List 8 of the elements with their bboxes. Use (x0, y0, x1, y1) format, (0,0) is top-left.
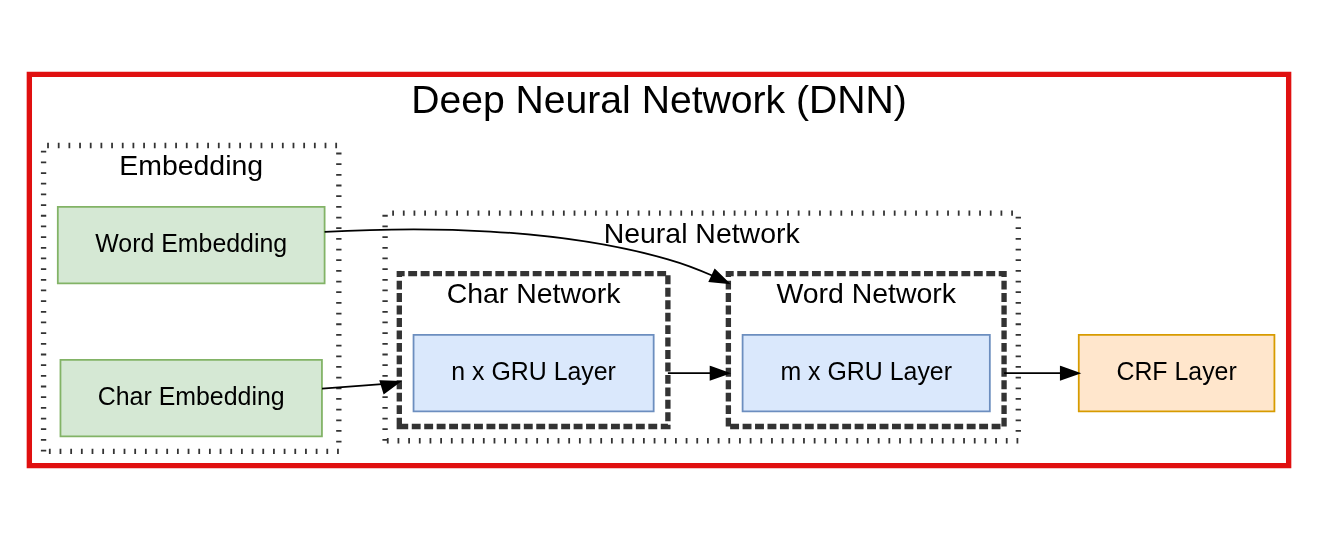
node-box: Word Embedding (56, 205, 326, 284)
arrow (667, 365, 732, 381)
node-box: m x GRU Layer (741, 333, 991, 412)
arrow (1003, 365, 1082, 381)
node-box: Char Embedding (59, 358, 323, 437)
node-box: n x GRU Layer (412, 333, 655, 412)
node-box: CRF Layer (1077, 333, 1276, 412)
arrow (321, 379, 402, 394)
